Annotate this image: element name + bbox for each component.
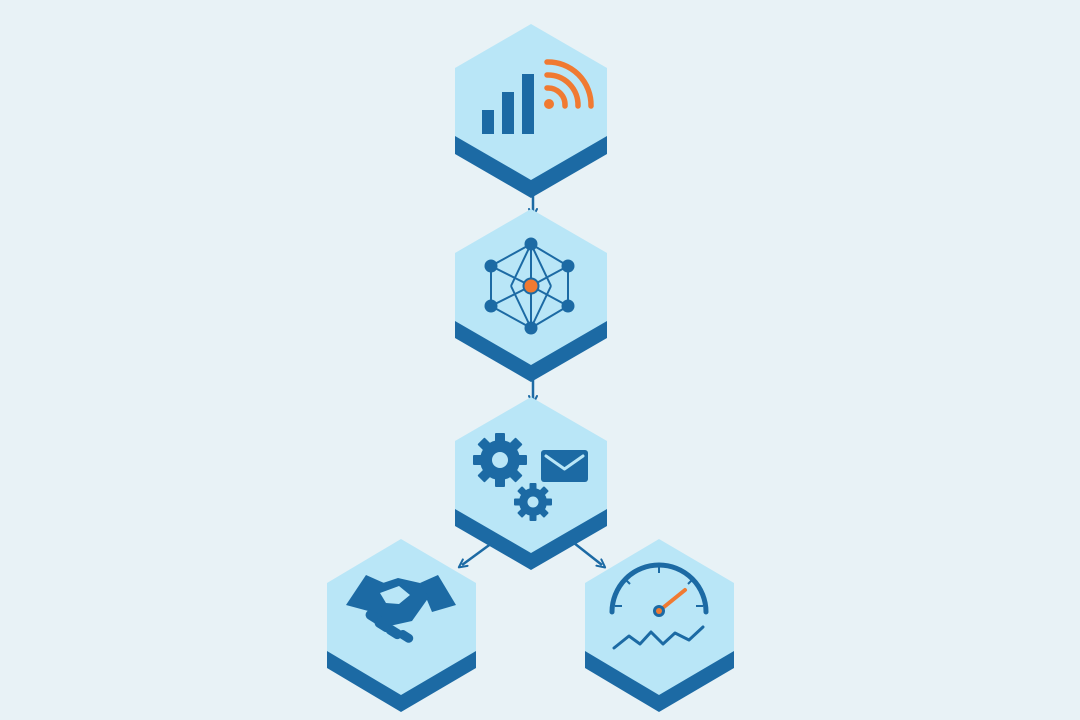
envelope-icon — [541, 450, 588, 482]
network-nodes — [484, 237, 575, 335]
arrow-automation-to-partnership — [457, 541, 493, 569]
hex-face — [585, 539, 734, 695]
handshake-icon — [346, 575, 456, 643]
node-partnership — [327, 539, 476, 712]
large-gear-icon — [473, 433, 527, 487]
arrow-automation-to-performance — [573, 542, 607, 569]
speedometer-trend-icon — [609, 562, 709, 650]
node-automation — [455, 397, 607, 570]
small-gear-icon — [514, 483, 552, 521]
signal-bars-wifi-icon — [482, 59, 594, 134]
node-performance — [585, 539, 734, 712]
node-network — [455, 209, 607, 382]
hex-face — [455, 397, 607, 553]
node-signal — [455, 24, 607, 198]
gears-mail-icon — [473, 433, 588, 521]
network-center-node — [522, 277, 540, 295]
